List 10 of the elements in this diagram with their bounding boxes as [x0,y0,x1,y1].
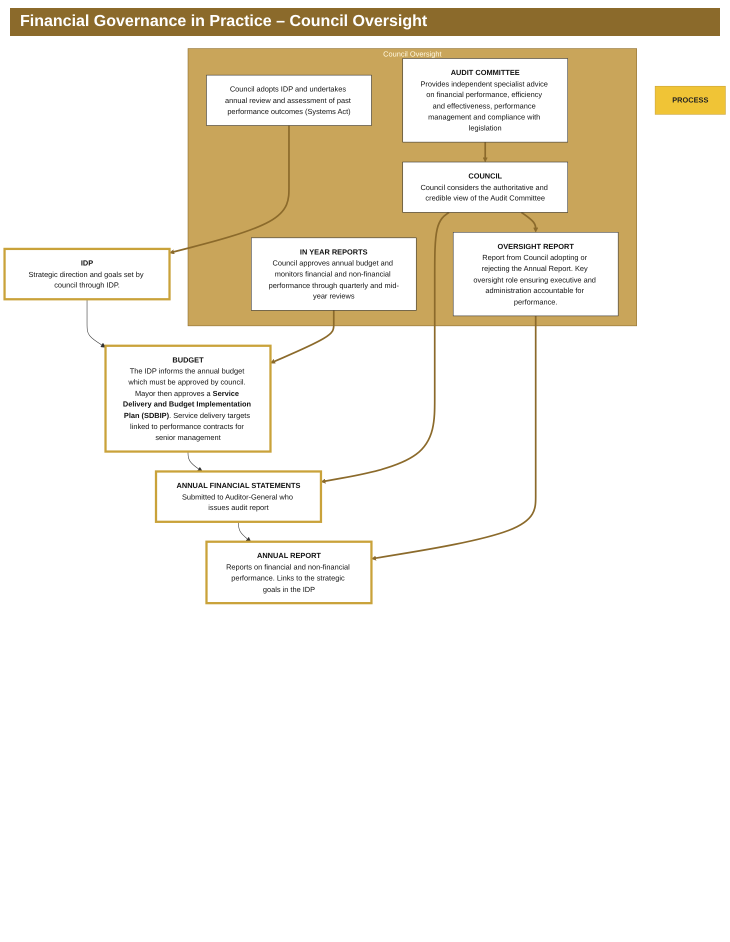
arrow [371,316,537,561]
arrow [238,522,252,542]
title-banner: Financial Governance in Practice – Council Oversight [10,8,720,36]
arrow [270,310,335,364]
arrow [482,142,488,162]
arrow [169,125,290,254]
arrow [188,451,203,472]
arrow [520,212,538,232]
arrow [86,298,106,348]
arrow [320,212,450,484]
